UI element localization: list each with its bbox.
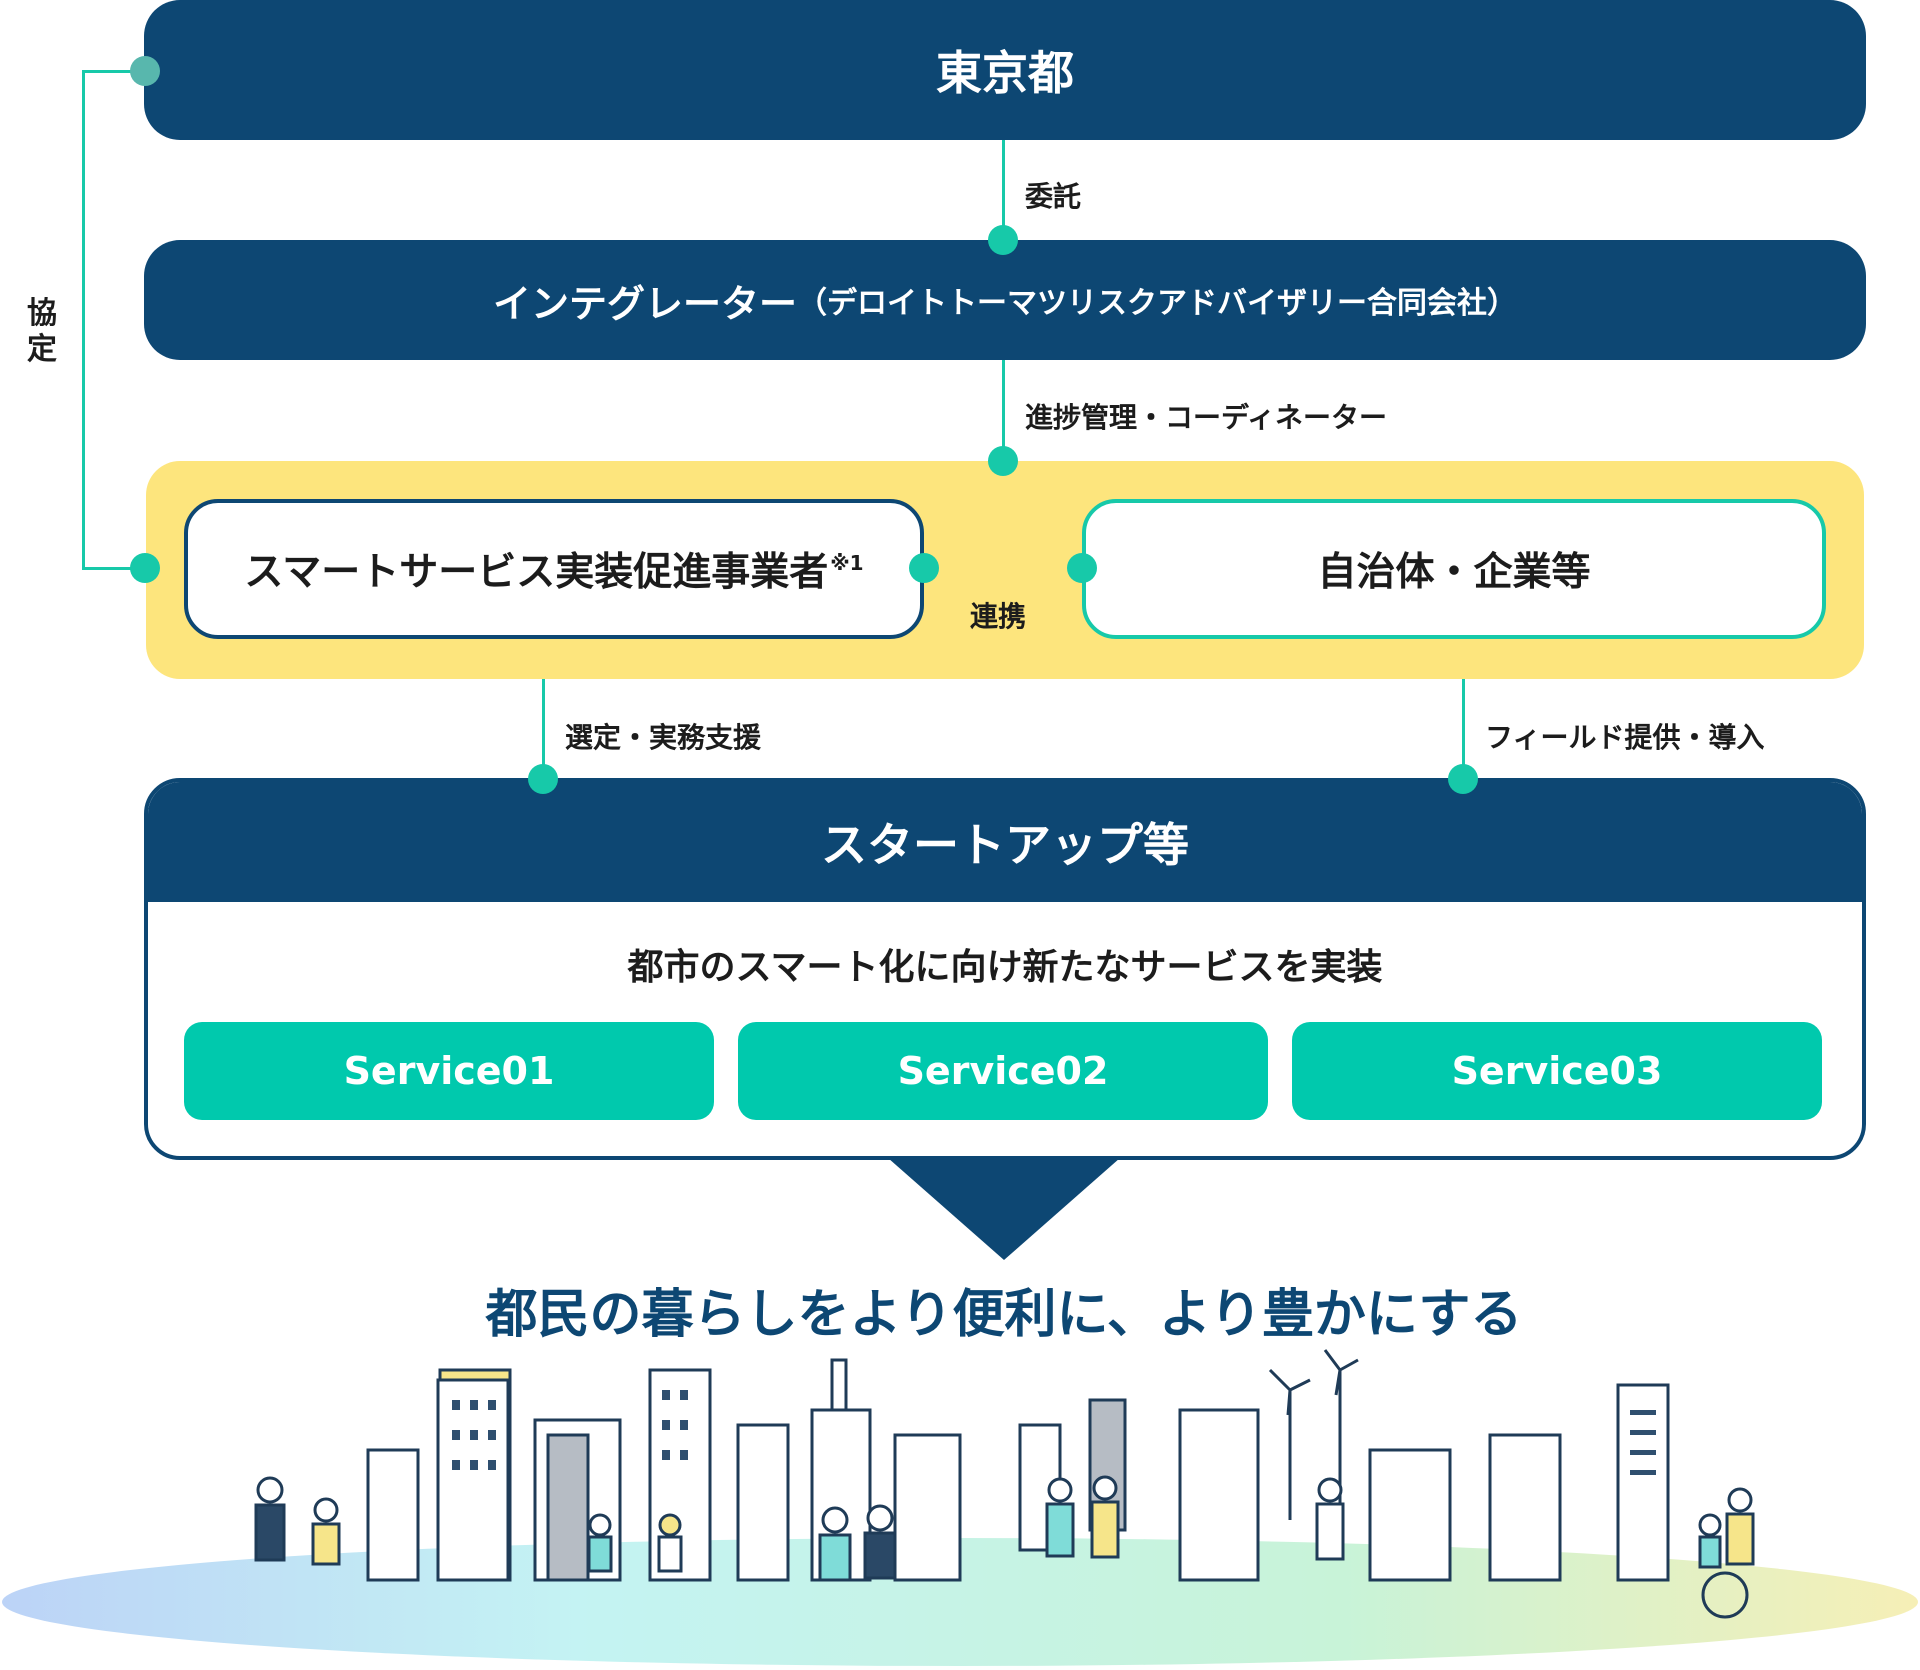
connector-dot [1448,764,1478,794]
building [830,1358,848,1412]
tokyo-label: 東京都 [936,46,1074,100]
connector-dot [1067,553,1097,583]
startup-panel: スタートアップ等 都市のスマート化に向け新たなサービスを実装 Service01… [144,778,1866,1160]
startup-subtitle: 都市のスマート化に向け新たなサービスを実装 [627,947,1383,988]
wind-turbine-icon [1268,1349,1359,1520]
connector-dot [130,553,160,583]
building [893,1433,962,1582]
building [546,1433,590,1582]
promoter-box: スマートサービス実装促進事業者※1 [184,499,924,639]
selection-connector [542,639,545,779]
building [366,1448,420,1582]
building [1488,1433,1562,1582]
agreement-connector-top [82,70,146,73]
service-02: Service02 [738,1022,1268,1120]
integrator-name: インテグレーター [492,281,797,326]
service-01: Service01 [184,1022,714,1120]
connector-dot [909,553,939,583]
service-03: Service03 [1292,1022,1822,1120]
integrator-company: （デロイトトーマツリスクアドバイザリー合同会社） [797,286,1517,321]
building [736,1423,790,1582]
tagline: 都民の暮らしをより便利に、より豊かにする [485,1285,1523,1345]
connector-dot [528,764,558,794]
people [254,1475,1755,1619]
commission-connector [1002,140,1005,240]
field-connector [1462,639,1465,779]
selection-label: 選定・実務支援 [565,721,762,754]
promoter-note: ※1 [830,551,864,575]
coordination-label: 進捗管理・コーディネーター [1025,401,1388,434]
city-illustration [2,1349,1918,1666]
startup-title: スタートアップ等 [821,818,1189,872]
building [1178,1408,1260,1582]
connector-dot [130,56,160,86]
tokyo-bar: 東京都 [144,0,1866,140]
building [1616,1383,1670,1582]
connector-dot [988,225,1018,255]
building-windows [452,1390,1656,1475]
integrator-bar: インテグレーター （デロイトトーマツリスクアドバイザリー合同会社） [144,240,1866,360]
field-label: フィールド提供・導入 [1485,721,1765,754]
building [1368,1448,1452,1582]
agreement-connector-bottom [82,567,146,570]
agreement-connector-vertical [82,70,85,570]
building [436,1378,510,1582]
municipalities-name: 自治体・企業等 [1317,550,1591,595]
coordination-connector [1002,360,1005,460]
municipalities-box: 自治体・企業等 [1082,499,1826,639]
connector-dot [988,446,1018,476]
agreement-label: 協定 [27,296,57,367]
promoter-name: スマートサービス実装促進事業者 [244,550,829,595]
commission-label: 委託 [1025,180,1082,213]
partnership-label: 連携 [970,600,1027,633]
startup-header: スタートアップ等 [148,782,1862,902]
down-arrow-icon [888,1158,1120,1260]
